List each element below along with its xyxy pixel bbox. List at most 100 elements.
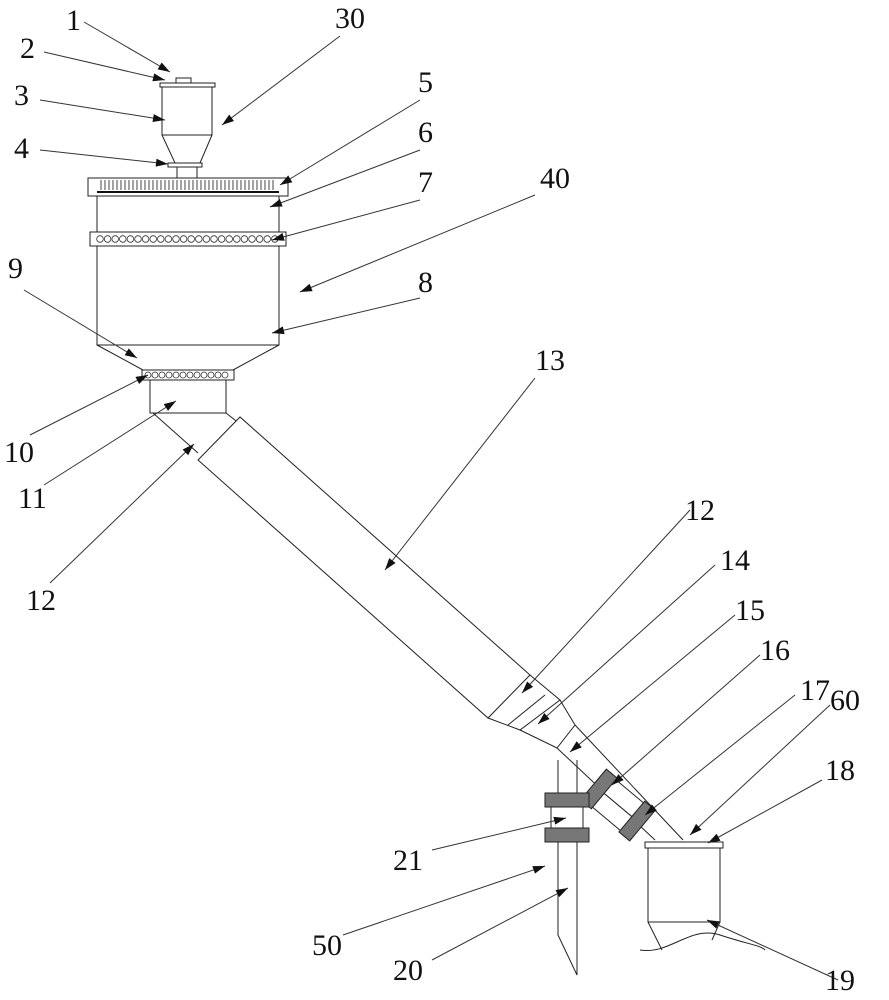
leader-line — [431, 817, 567, 851]
bearing-ball — [158, 371, 166, 379]
bearing-ball — [202, 235, 211, 243]
bearing-ball — [151, 371, 159, 379]
leader-line — [537, 564, 716, 725]
leader-line — [23, 289, 138, 359]
reference-numeral: 9 — [8, 252, 23, 285]
bearing-ball — [103, 235, 112, 243]
arrowhead-icon — [707, 920, 720, 929]
bearing-ball — [96, 235, 104, 243]
arrowhead-icon — [222, 114, 234, 125]
reference-numeral: 16 — [760, 634, 790, 667]
bearing-ball — [157, 235, 165, 243]
arrowhead-icon — [532, 866, 545, 874]
arrowhead-icon — [280, 175, 293, 185]
leader-line — [689, 704, 831, 836]
arrowhead-icon — [708, 833, 721, 843]
bearing-ball — [164, 235, 173, 243]
reference-numeral: 12 — [685, 494, 715, 527]
bearing-ball — [240, 235, 249, 243]
leader-line — [49, 443, 195, 584]
arrowhead-icon — [270, 198, 283, 207]
arrowhead-icon — [182, 444, 194, 456]
bearing-ball — [225, 235, 233, 243]
neck-11 — [149, 379, 227, 414]
leader-line — [39, 149, 169, 165]
bearing-ball — [248, 235, 256, 243]
arrowhead-icon — [570, 741, 582, 752]
leader-line — [29, 374, 149, 436]
reference-numeral: 40 — [540, 162, 570, 195]
arrowhead-icon — [272, 326, 285, 335]
bearing-ball — [111, 235, 119, 243]
leader-line — [39, 99, 166, 121]
bearing-ball — [263, 235, 271, 243]
leader-line — [706, 919, 839, 981]
bearing-ball — [119, 235, 127, 243]
leader-line — [43, 400, 177, 486]
leader-line — [271, 199, 421, 241]
leader-line — [644, 694, 796, 816]
leader-line — [342, 865, 546, 936]
bearing-ball — [210, 235, 218, 243]
flange-4 — [167, 162, 203, 168]
arrowhead-icon — [612, 774, 624, 785]
arrowhead-icon — [645, 804, 657, 815]
leader-line — [43, 51, 166, 81]
bearing-ball — [165, 371, 173, 379]
reference-numeral: 19 — [825, 964, 855, 997]
reference-numeral: 4 — [14, 132, 29, 165]
arrowhead-icon — [272, 233, 285, 241]
main-vessel — [87, 177, 289, 414]
reference-numeral: 12 — [26, 584, 56, 617]
arrowhead-icon — [538, 713, 550, 724]
reference-numeral: 60 — [830, 684, 860, 717]
reference-numeral: 3 — [14, 79, 29, 112]
reference-numeral: 8 — [418, 266, 433, 299]
valve-16 — [579, 768, 657, 842]
reference-numeral: 17 — [800, 674, 830, 707]
arrowhead-icon — [157, 62, 170, 72]
bearing-ball — [207, 371, 215, 379]
leader-lines — [23, 21, 839, 981]
reference-numeral: 13 — [535, 344, 565, 377]
arrowhead-icon — [163, 401, 176, 411]
leader-line — [271, 297, 421, 334]
reference-numeral: 1 — [66, 4, 81, 37]
bearing-ball — [200, 371, 208, 379]
lid-18 — [644, 841, 724, 849]
bearing-ball — [214, 371, 222, 379]
leader-line — [279, 99, 421, 186]
bearing-ball — [195, 235, 203, 243]
leader-line — [299, 194, 536, 293]
reference-numeral: 50 — [312, 929, 342, 962]
bearing-ball — [172, 371, 180, 379]
bearing-ball — [193, 371, 201, 379]
reference-numeral: 15 — [735, 594, 765, 627]
receiver-19 — [639, 841, 766, 952]
leader-line — [569, 614, 736, 753]
leader-line — [431, 887, 569, 961]
bearing-ball — [179, 235, 188, 243]
tube-13 — [197, 416, 531, 719]
diagonal-pipe — [152, 412, 684, 841]
reference-numeral: 20 — [393, 954, 423, 987]
bearing-ball — [179, 371, 187, 379]
vertical-branch — [544, 760, 590, 976]
bearing-ball — [134, 235, 142, 243]
arrowhead-icon — [135, 375, 148, 385]
arrowhead-icon — [152, 114, 165, 123]
reference-numeral: 10 — [4, 436, 34, 469]
leader-line — [221, 35, 341, 126]
bearing-ball — [141, 235, 150, 243]
leader-line — [521, 509, 691, 694]
small-hopper — [159, 77, 216, 179]
bearing-ball — [217, 235, 226, 243]
arrowhead-icon — [155, 158, 168, 167]
leader-line — [83, 21, 171, 73]
bearing-ball — [187, 235, 195, 243]
arrowhead-icon — [553, 816, 566, 825]
leader-line — [269, 149, 421, 208]
bearing-ball — [255, 235, 264, 243]
